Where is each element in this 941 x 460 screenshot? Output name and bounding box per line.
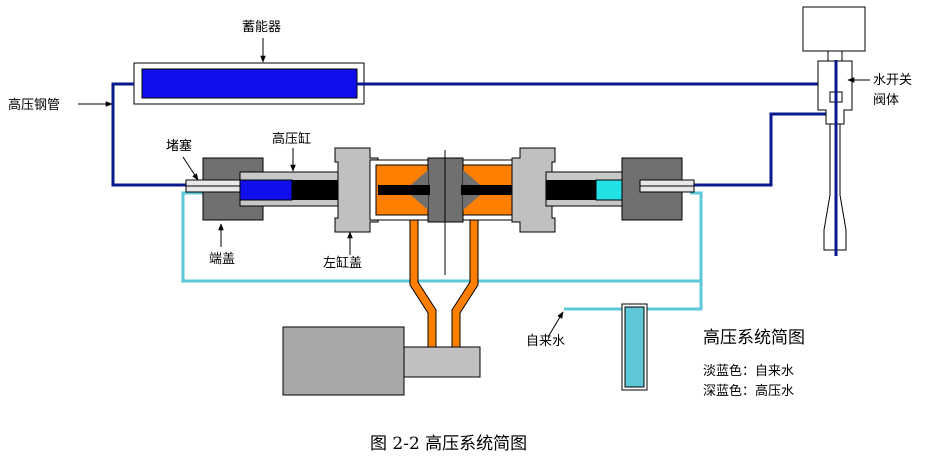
tap-water-pipe <box>181 191 703 311</box>
hp-cylinder-label: 高压缸 <box>272 131 311 147</box>
motor <box>282 326 481 396</box>
right-cylinder-cap <box>511 147 556 233</box>
water-switch-label-line1: 水开关 <box>873 73 912 88</box>
left-end-cap <box>185 157 264 221</box>
water-switch-label-line2: 阀体 <box>873 93 899 108</box>
accumulator-label: 蓄能器 <box>242 20 281 35</box>
pump-body <box>369 150 523 275</box>
legend-deep-blue: 深蓝色：高压水 <box>703 383 794 399</box>
figure-caption: 图 2-2 高压系统简图 <box>370 434 527 454</box>
left-high-pressure-cylinder <box>239 171 339 207</box>
right-end-cap <box>621 157 695 221</box>
left-cylinder-cap <box>334 147 379 233</box>
tap-water-label: 自来水 <box>526 334 565 349</box>
plug-label: 堵塞 <box>166 138 192 154</box>
legend-light-blue: 淡蓝色：自来水 <box>703 363 794 379</box>
accumulator <box>133 62 365 105</box>
end-cap-label: 端盖 <box>209 252 235 267</box>
water-tank <box>621 303 648 391</box>
left-cylinder-cap-label: 左缸盖 <box>323 255 362 271</box>
hp-pipe-label: 高压钢管 <box>8 97 60 113</box>
connecting-rods <box>409 219 479 351</box>
water-switch-valve <box>802 6 866 251</box>
label-arrows <box>78 38 870 338</box>
diagram-title: 高压系统简图 <box>703 328 805 348</box>
